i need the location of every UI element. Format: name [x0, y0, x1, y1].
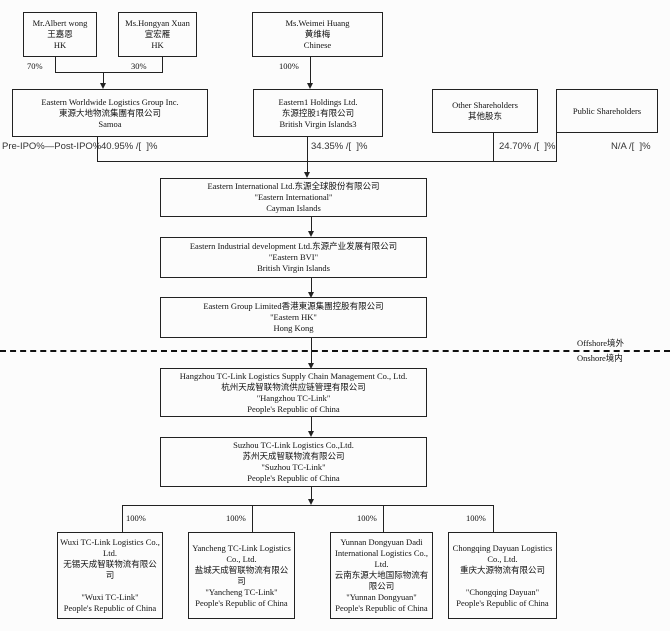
connector-line	[493, 133, 494, 161]
connector-line	[311, 278, 312, 292]
connector-line	[55, 57, 56, 72]
connector-line	[307, 137, 308, 161]
offshore-label: Offshore境外	[577, 338, 625, 348]
ownership-label-wuxi: 100%	[126, 513, 146, 523]
ownership-label-weimei: 100%	[279, 61, 299, 71]
node-eastern-industrial: Eastern Industrial development Ltd.东源产业发…	[160, 237, 427, 278]
arrow-down-icon	[303, 172, 310, 178]
node-text: Suzhou TC-Link Logistics Co.,Ltd.苏州天成智联物…	[233, 440, 354, 483]
connector-line	[97, 161, 557, 162]
ownership-label-hongyan: 30%	[131, 61, 147, 71]
arrow-down-icon	[307, 363, 314, 369]
connector-line	[311, 417, 312, 431]
node-suzhou-tc-link: Suzhou TC-Link Logistics Co.,Ltd.苏州天成智联物…	[160, 437, 427, 487]
connector-line	[311, 217, 312, 231]
node-text: Public Shareholders	[572, 105, 642, 116]
node-text: Yunnan Dongyuan Dadi International Logis…	[334, 537, 429, 613]
connector-line	[493, 505, 494, 532]
ownership-label-public: N/A /[ ]%	[611, 141, 651, 152]
connector-line	[122, 505, 494, 506]
ownership-label-other: 24.70% /[ ]%	[499, 141, 556, 152]
node-wuxi-tc-link: Wuxi TC-Link Logistics Co., Ltd.无锡天成智联物流…	[57, 532, 163, 619]
node-text: Wuxi TC-Link Logistics Co., Ltd.无锡天成智联物流…	[60, 537, 160, 613]
connector-line	[311, 487, 312, 499]
node-eastern-international: Eastern International Ltd.东源全球股份有限公司"Eas…	[160, 178, 427, 217]
node-text: Eastern Worldwide Logistics Group Inc.東源…	[41, 96, 179, 129]
node-yancheng-tc-link: Yancheng TC-Link Logistics Co., Ltd.盐城天成…	[188, 532, 295, 619]
arrow-down-icon	[307, 292, 314, 298]
node-eastern-group-hk: Eastern Group Limited香港東源集團控股有限公司"Easter…	[160, 297, 427, 338]
node-text: Eastern International Ltd.东源全球股份有限公司"Eas…	[207, 181, 380, 213]
ownership-label-worldwide: 40.95% /[ ]%	[101, 141, 158, 152]
connector-line	[122, 505, 123, 532]
connector-line	[252, 505, 253, 532]
connector-line	[97, 137, 98, 161]
connector-line	[307, 161, 308, 172]
ownership-label-chongqing: 100%	[466, 513, 486, 523]
node-text: Chongqing Dayuan Logistics Co., Ltd.重庆大源…	[452, 542, 553, 608]
arrow-down-icon	[307, 431, 314, 437]
onshore-offshore-divider	[0, 350, 670, 352]
node-yunnan-dongyuan: Yunnan Dongyuan Dadi International Logis…	[330, 532, 433, 619]
arrow-down-icon	[99, 83, 106, 89]
connector-line	[556, 133, 557, 161]
ownership-label-yancheng: 100%	[226, 513, 246, 523]
connector-line	[162, 57, 163, 72]
arrow-down-icon	[307, 231, 314, 237]
ownership-label-eastern1: 34.35% /[ ]%	[311, 141, 368, 152]
node-text: Yancheng TC-Link Logistics Co., Ltd.盐城天成…	[192, 542, 291, 608]
connector-line	[310, 57, 311, 83]
ownership-label-albert: 70%	[27, 61, 43, 71]
arrow-down-icon	[307, 499, 314, 505]
node-text: Hangzhou TC-Link Logistics Supply Chain …	[179, 370, 408, 414]
node-text: Eastern Industrial development Ltd.东源产业发…	[189, 241, 398, 273]
ownership-label-yunnan: 100%	[357, 513, 377, 523]
ipo-axis-label: Pre-IPO%—Post-IPO%	[2, 141, 102, 152]
arrow-down-icon	[306, 83, 313, 89]
node-chongqing-dayuan: Chongqing Dayuan Logistics Co., Ltd.重庆大源…	[448, 532, 557, 619]
node-public-shareholders: Public Shareholders	[556, 89, 658, 133]
node-text: Eastern Group Limited香港東源集團控股有限公司"Easter…	[203, 301, 384, 333]
connector-line	[103, 72, 104, 83]
onshore-label: Onshore境内	[577, 353, 623, 363]
node-hangzhou-tc-link: Hangzhou TC-Link Logistics Supply Chain …	[160, 368, 427, 417]
connector-line	[55, 72, 163, 73]
node-eastern-worldwide: Eastern Worldwide Logistics Group Inc.東源…	[12, 89, 208, 137]
connector-line	[383, 505, 384, 532]
